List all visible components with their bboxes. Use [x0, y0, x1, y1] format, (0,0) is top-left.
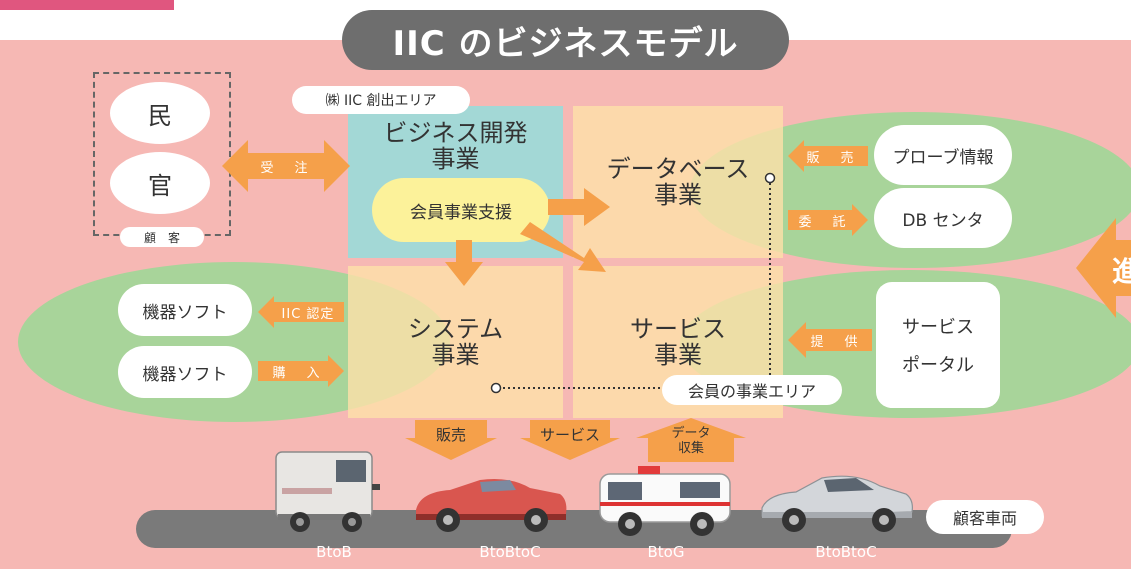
service-portal-line1: サービス [902, 317, 974, 338]
red-roadster-image [416, 479, 567, 532]
data-collect-label-line2: 収集 [677, 441, 704, 456]
business-development-label-line1: ビジネス開発 [383, 119, 528, 147]
sales-down-arrow [405, 420, 497, 460]
data-collect-up-arrow [636, 418, 746, 462]
device-software-box-1: 機器ソフト [118, 284, 252, 336]
down-sales-label: 販売 [435, 426, 466, 444]
member-area-label: 会員の事業エリア [662, 375, 842, 405]
data-collect-label: データ 収集 [636, 426, 746, 456]
device-software-box-2: 機器ソフト [118, 346, 252, 398]
vehicle-type-label-1: BtoB [316, 543, 352, 561]
provide-left-arrow [788, 322, 872, 358]
service-label-line2: 事業 [654, 341, 702, 369]
database-label-line1: データベース [606, 155, 750, 183]
consign-right-arrow [788, 204, 868, 236]
certify-left-arrow [258, 296, 344, 328]
certify-label: IIC 認定 [281, 306, 335, 322]
vehicle-type-label-3: BtoG [647, 543, 685, 561]
private-customer-bubble: 民 [110, 82, 210, 144]
support-to-service-arrow [520, 222, 606, 272]
service-portal-box: サービス ポータル [876, 282, 1000, 408]
right-edge-arrow [1076, 218, 1131, 318]
down-service-label: サービス [539, 426, 600, 444]
company-area-label: ㈱ IIC 創出エリア [292, 86, 470, 114]
member-support-pill: 会員事業支援 [372, 178, 550, 242]
support-to-system-arrow [445, 240, 483, 286]
vehicle-type-label-2: BtoBtoC [479, 543, 541, 561]
government-customer-bubble: 官 [110, 152, 210, 214]
consign-label: 委 託 [798, 214, 850, 230]
order-double-arrow [222, 140, 350, 192]
order-label: 受 注 [260, 160, 312, 176]
probe-info-box: プローブ情報 [874, 125, 1012, 185]
silver-sedan-image [761, 475, 913, 532]
page-title: IIC のビジネスモデル [342, 10, 789, 70]
support-to-database-arrow [548, 188, 610, 226]
service-down-arrow [520, 420, 620, 460]
service-portal-line2: ポータル [902, 355, 974, 376]
provide-label: 提 供 [810, 334, 862, 350]
purchase-label: 購 入 [272, 365, 324, 381]
ambulance-image [599, 466, 731, 536]
db-center-box: DB センタ [874, 188, 1012, 248]
pink-tab [0, 0, 174, 10]
customer-vehicles-label: 顧客車両 [926, 500, 1044, 534]
business-development-label-line2: 事業 [431, 145, 480, 173]
purchase-right-arrow [258, 355, 344, 387]
customer-label: 顧 客 [120, 227, 204, 247]
system-label-line1: システム [407, 315, 504, 343]
right-edge-glyph: 進 [1112, 255, 1131, 288]
database-quadrant: データベース 事業 [573, 106, 783, 258]
delivery-van-image [275, 451, 380, 532]
system-quadrant: システム 事業 [348, 266, 563, 418]
data-collect-label-line1: データ [671, 426, 711, 441]
sales-left-arrow [788, 140, 868, 172]
system-label-line2: 事業 [431, 341, 480, 369]
service-label-line1: サービス [630, 315, 726, 343]
member-area-connector [490, 172, 776, 394]
database-label-line2: 事業 [654, 181, 702, 209]
sales-label: 販 売 [806, 150, 858, 166]
vehicle-type-label-4: BtoBtoC [815, 543, 877, 561]
